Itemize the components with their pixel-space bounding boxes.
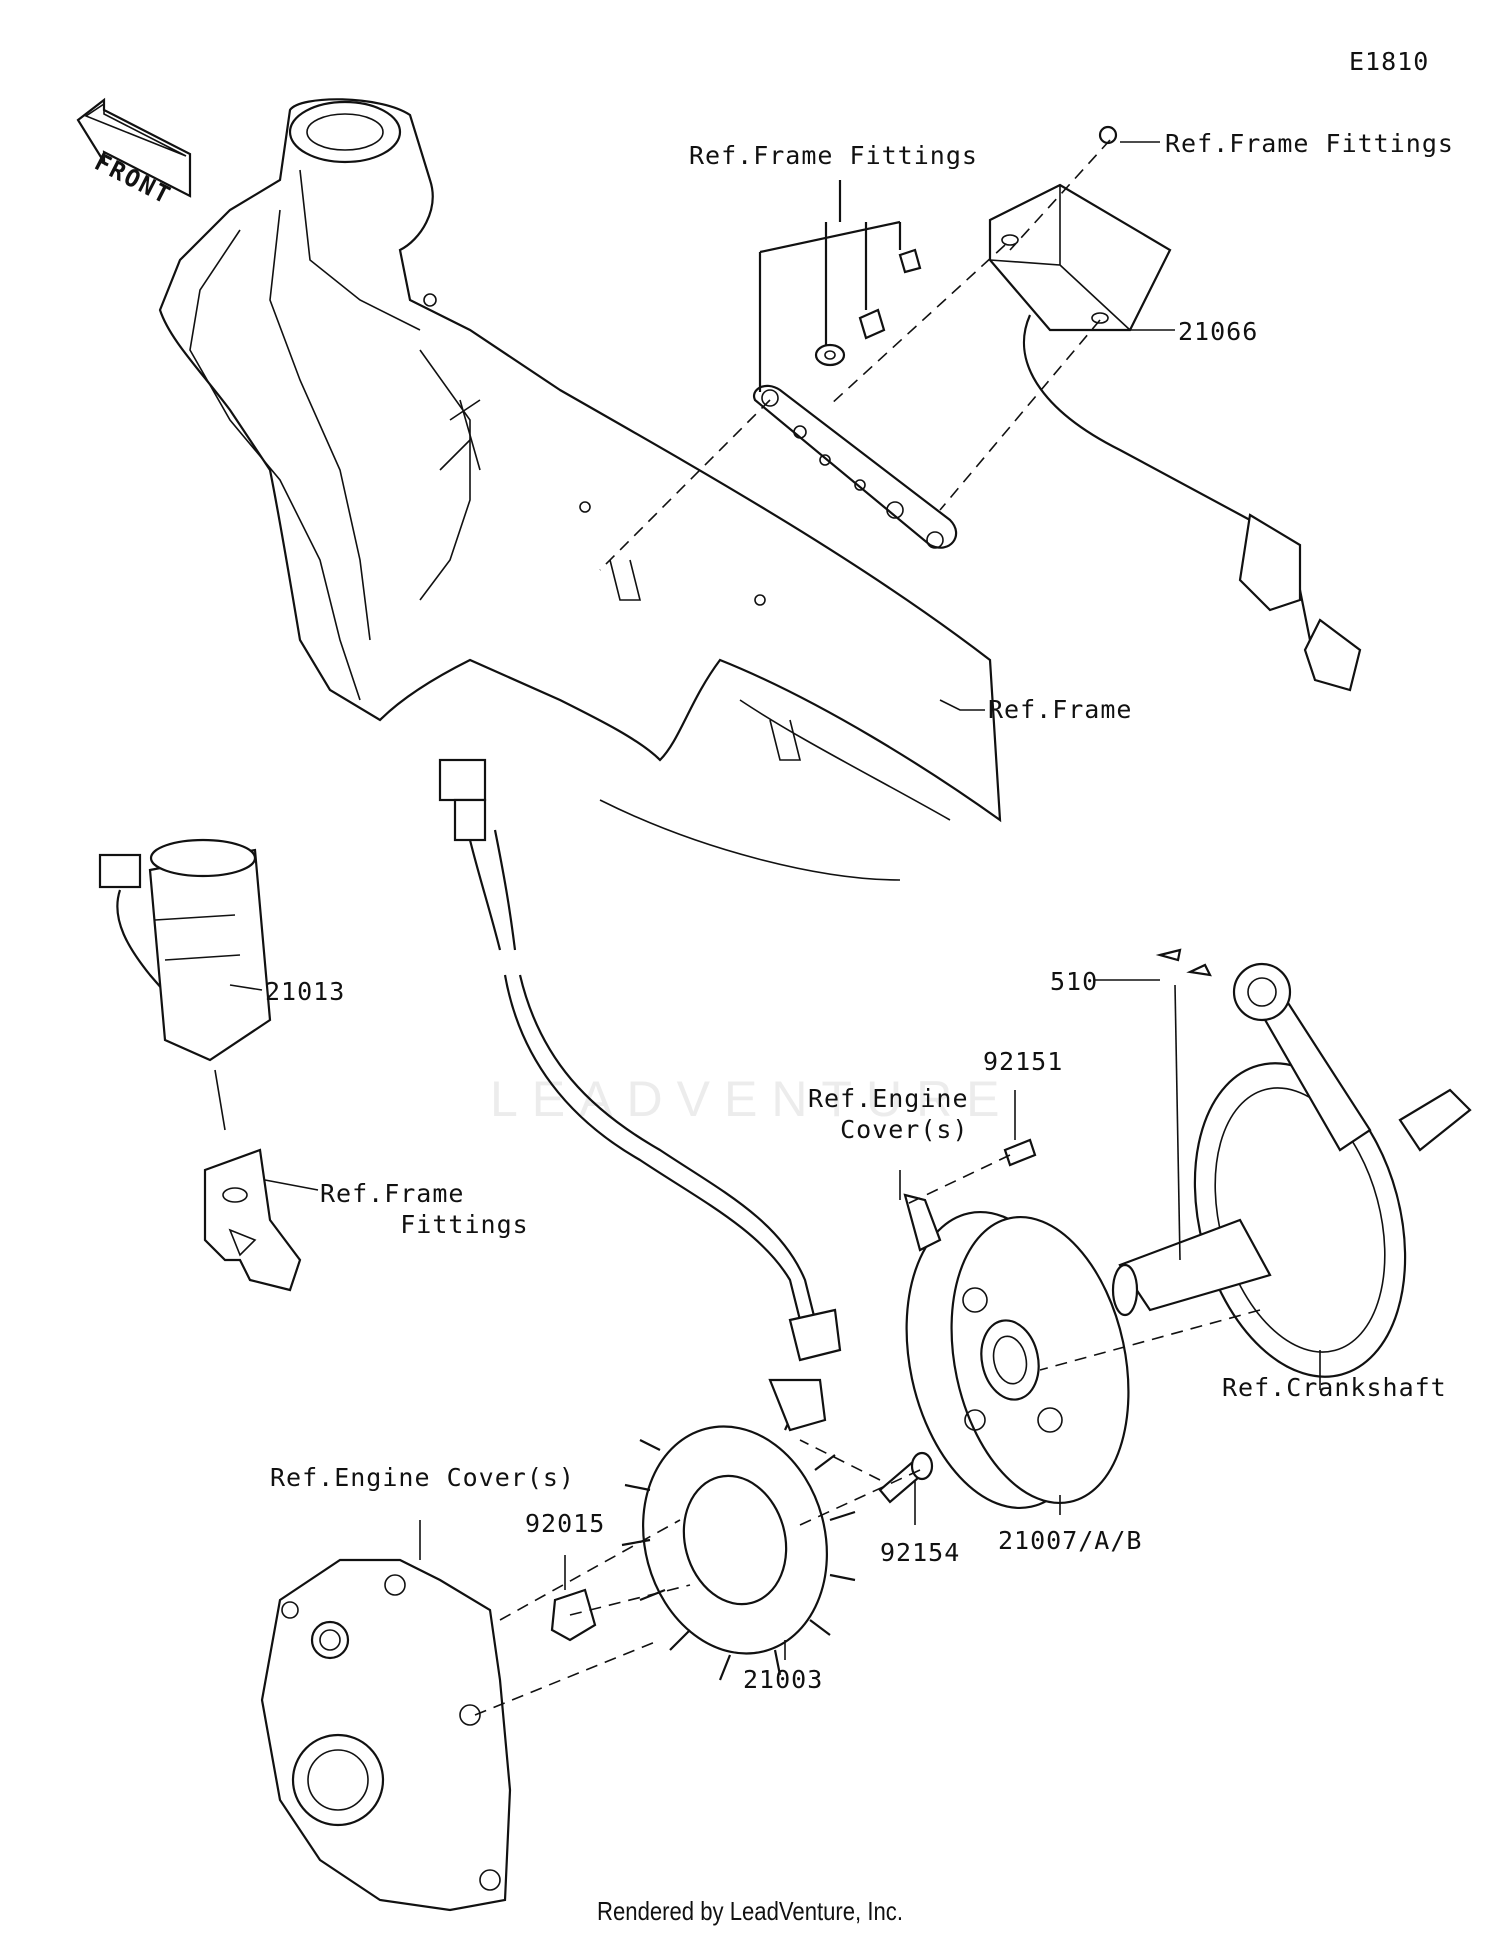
capacitor-21013 [98,838,302,1292]
footer-credit: Rendered by LeadVenture, Inc. [597,1896,903,1926]
label-21003: 21003 [743,1665,824,1694]
flywheel-21007 [905,1210,1130,1510]
label-92154: 92154 [880,1538,961,1567]
mounting-bracket [599,180,958,571]
label-21013: 21013 [265,977,346,1006]
label-ref-engine-cover-mid: Ref.Engine Cover(s) [808,1084,969,1145]
crankshaft [1039,962,1472,1378]
key-510 [1155,948,1182,962]
label-ref-engine-cover-left: Ref.Engine Cover(s) [270,1463,575,1492]
label-92151: 92151 [983,1047,1064,1076]
label-ref-crankshaft: Ref.Crankshaft [1222,1373,1447,1402]
stator-wiring [438,758,842,1362]
leader-lines [229,141,1321,1660]
label-21007-a-b: 21007/A/B [998,1526,1143,1555]
stator-21003 [621,1378,856,1681]
label-ref-frame-fittings-top: Ref.Frame Fittings [689,141,978,170]
diagram-code: E1810 [1349,47,1430,76]
front-arrow-icon [76,97,192,198]
label-92015: 92015 [525,1509,606,1538]
label-ref-frame: Ref.Frame [988,695,1133,724]
frame [158,98,1002,881]
label-21066: 21066 [1178,317,1259,346]
label-510: 510 [1050,967,1099,996]
watermark: LEADVENTURE [490,1071,1014,1127]
label-ref-frame-fittings-right: Ref.Frame Fittings [1165,129,1454,158]
engine-cover [260,1519,681,1912]
fasteners [550,1138,1037,1642]
label-ref-frame-fittings-left: Ref.Frame Fittings [320,1179,529,1240]
regulator-21066 [829,125,1362,692]
